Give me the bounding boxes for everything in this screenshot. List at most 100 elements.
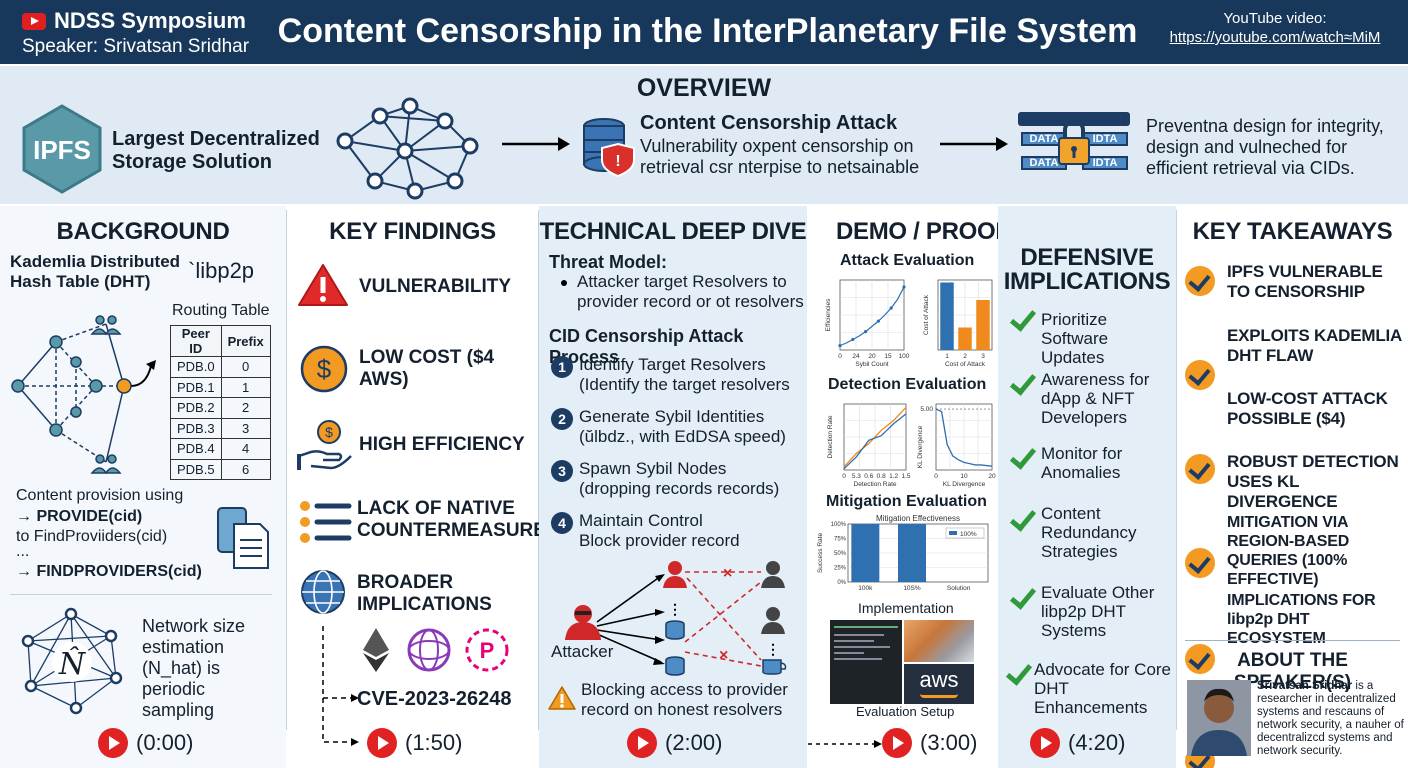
- tick-label: 50%: [834, 551, 847, 557]
- attack-title: Content Censorship Attack: [640, 112, 898, 134]
- bar: [958, 327, 972, 350]
- check-icon: [1185, 360, 1215, 390]
- tick-label: 3: [981, 353, 985, 360]
- check-icon: [1009, 504, 1037, 532]
- tick-label: 25%: [834, 566, 847, 572]
- brand-label: NDSS Symposium: [54, 8, 246, 33]
- bar: [898, 524, 926, 582]
- divider: [10, 594, 272, 595]
- timestamp-label: (0:00): [136, 730, 194, 755]
- timestamp-link-1[interactable]: (1:50): [367, 728, 462, 758]
- brand[interactable]: NDSS Symposium: [22, 8, 246, 34]
- finding-vulnerability: VULNERABILITY: [359, 276, 511, 297]
- check-icon: [1009, 368, 1037, 396]
- axis-label: KL Divergence: [917, 425, 924, 468]
- timestamp-link-0[interactable]: (0:00): [98, 728, 193, 758]
- chart-title: Mitigation Effectiveness: [876, 514, 960, 523]
- timestamp-label: (3:00): [920, 730, 978, 755]
- tick-label: 10: [960, 473, 968, 480]
- timestamp-link-2[interactable]: (2:00): [627, 728, 722, 758]
- data-point: [902, 285, 906, 289]
- overview-title: OVERVIEW: [636, 74, 772, 102]
- youtube-link[interactable]: https://youtube.com/watch≈MiM: [1169, 29, 1381, 46]
- defense-item: Awareness for dApp & NFT Developers: [1041, 370, 1150, 427]
- network-size-text: Network size estimation (N_hat) is perio…: [142, 616, 246, 720]
- step-4-title: Maintain Control: [579, 511, 703, 530]
- tick-label: Solution: [947, 585, 971, 592]
- tick-label: 1.2: [889, 473, 898, 480]
- dashed-arrow: [808, 740, 882, 748]
- background-column: BACKGROUND Kademlia Distributed Hash Tab…: [0, 206, 286, 768]
- attack-diagram: × × ⋮ ⋮: [565, 561, 787, 676]
- page-title: Content Censorship in the InterPlanetary…: [277, 12, 1138, 50]
- tick-label: 1: [945, 353, 949, 360]
- svg-text:×: ×: [723, 565, 732, 582]
- axis-label: Detection Rate: [827, 415, 834, 458]
- tick-label: 0.6: [864, 473, 873, 480]
- caution-icon: [548, 686, 576, 710]
- defensive-column: DEFENSIVE IMPLICATIONS Prioritize Softwa…: [998, 206, 1176, 768]
- youtube-label: YouTube video:: [1223, 10, 1327, 27]
- demo-column: DEMO / PROOF OF CONCEPT Attack Evaluatio…: [808, 206, 1171, 768]
- check-icon: [1185, 644, 1215, 674]
- tick-label: 10S%: [903, 585, 921, 592]
- tick-label: 100k: [858, 585, 873, 592]
- data-point: [838, 344, 842, 348]
- aws-logo: aws: [904, 664, 974, 704]
- peer-id-cell: PDB.5: [170, 458, 222, 480]
- peer-id-cell: PDB.1: [170, 376, 222, 398]
- series-line: [843, 406, 907, 468]
- step-2-title: Generate Sybil Identities: [579, 407, 765, 426]
- ethereum-icon: [363, 628, 389, 672]
- defense-item: Evaluate Other libp2p DHT Systems: [1041, 583, 1155, 640]
- step-number: 3: [551, 460, 573, 482]
- implementation-label: Implementation: [858, 600, 954, 616]
- takeaway-item: MITIGATION VIA REGION-BASED QUERIES (100…: [1227, 514, 1350, 588]
- axis-label: Cost of Attack: [945, 361, 986, 368]
- step-3-desc: (dropping records records): [579, 479, 780, 498]
- check-icon: [1005, 658, 1033, 686]
- check-icon: [1009, 304, 1037, 332]
- finding-efficiency: HIGH EFFICIENCY: [359, 434, 525, 455]
- tick-label: 0: [838, 353, 842, 360]
- svg-text:$: $: [325, 424, 333, 440]
- peer-id-cell: PDB.4: [170, 438, 222, 460]
- web3-network-icon: [407, 628, 451, 672]
- tick-label: 15: [884, 353, 892, 360]
- finding-low-cost: LOW COST ($4 AWS): [359, 347, 495, 390]
- findings-column: KEY FINDINGS VULNERABILITY $ LOW COST ($…: [287, 206, 559, 768]
- prefix-cell: 3: [220, 417, 271, 439]
- play-icon: [1030, 728, 1060, 758]
- tick-label: 5.00: [920, 406, 933, 413]
- data-point: [864, 330, 868, 334]
- timestamp-link-4[interactable]: (4:20): [1030, 728, 1125, 758]
- dollar-coin-icon: $: [300, 345, 348, 393]
- mitigation-eval-title: Mitigation Evaluation: [826, 493, 987, 510]
- speaker-label: Speaker: Srivatsan Sridhar: [22, 36, 250, 57]
- bar: [851, 524, 880, 582]
- threat-title: Threat Model:: [549, 252, 668, 272]
- svg-text:⋮: ⋮: [668, 601, 682, 617]
- tick-label: 100: [899, 353, 910, 360]
- speaker-bio: Srivatsan Sridhar is a researcher in dec…: [1257, 680, 1405, 758]
- overview-right-text: Preventna design for integrity, design a…: [1146, 116, 1384, 178]
- background-title: BACKGROUND: [56, 218, 230, 245]
- dht-graph-icon: [11, 315, 156, 474]
- data-point: [889, 306, 893, 310]
- peer-id-cell: PDB.3: [170, 417, 222, 439]
- eval-setup-label: Evaluation Setup: [856, 704, 955, 719]
- play-icon: [627, 728, 657, 758]
- timestamp-label: (2:00): [665, 730, 723, 755]
- ipfs-logo-icon: IPFS: [22, 104, 102, 194]
- technical-title: TECHNICAL DEEP DIVE: [539, 218, 807, 245]
- timestamp-link-3[interactable]: (3:00): [882, 728, 977, 758]
- ipfs-logo-text: IPFS: [33, 135, 91, 165]
- tick-label: 0%: [837, 580, 846, 586]
- tick-label: 100%: [831, 522, 847, 528]
- checklist-icon: [300, 501, 352, 543]
- globe-icon: [301, 570, 345, 614]
- svg-text:×: ×: [719, 647, 728, 664]
